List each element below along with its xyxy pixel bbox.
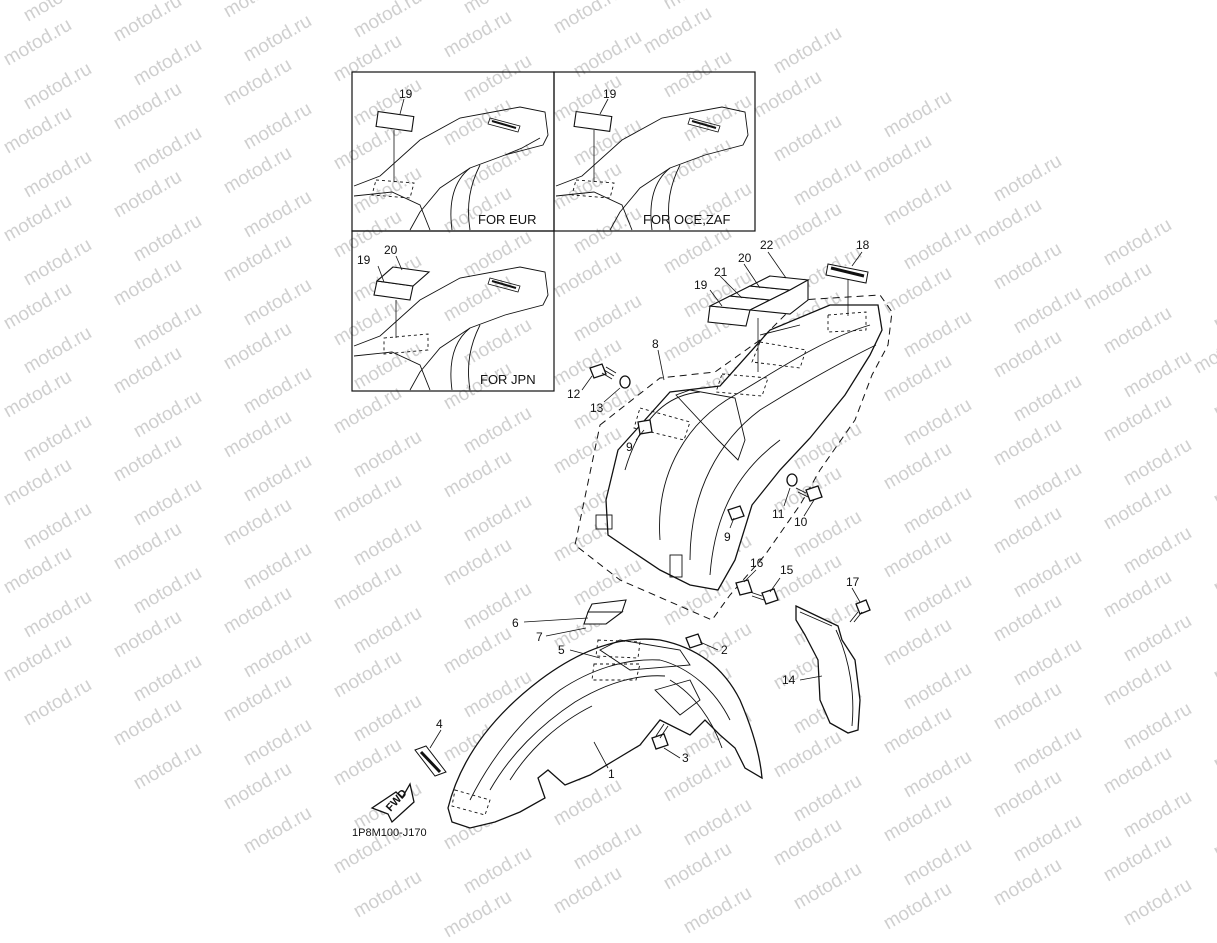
seat-sketch <box>353 266 549 391</box>
callout-6: 6 <box>512 616 519 630</box>
mud-flap <box>795 604 861 734</box>
callout-17: 17 <box>846 575 860 589</box>
inset-for-oce-zaf: 19 FOR OCE,ZAF <box>553 71 756 232</box>
rear-fender-outline <box>574 294 893 621</box>
callout-3: 3 <box>682 751 689 765</box>
fwd-arrow: FWD <box>370 782 415 824</box>
bolt-15 <box>749 588 779 605</box>
decal-stack-jpn <box>373 266 431 301</box>
callout-14: 14 <box>782 673 796 687</box>
front-fender <box>447 638 763 829</box>
inset-label-eur: FOR EUR <box>478 212 537 227</box>
decal-19-oce <box>573 110 613 133</box>
callout-12: 12 <box>567 387 581 401</box>
callout-19: 19 <box>694 278 708 292</box>
front-fender-decals <box>583 599 627 625</box>
yamaha-logo-decal-4 <box>414 745 447 777</box>
yamaha-seat-decal <box>487 117 521 133</box>
nut-9-upper <box>637 419 653 435</box>
inset-for-jpn: 20 19 FOR JPN <box>351 230 555 392</box>
callout-22: 22 <box>760 238 774 252</box>
decal-19-eur <box>375 110 415 133</box>
callouts: 1 2 3 4 5 6 7 8 9 9 10 11 12 13 14 15 16 <box>429 238 870 781</box>
exploded-parts-diagram: 19 FOR EUR 19 FOR OCE,ZAF <box>351 71 893 839</box>
drawing-code: 1P8M100-J170 <box>352 827 427 839</box>
inset-label-jpn: FOR JPN <box>480 372 536 387</box>
inset-label-oce-zaf: FOR OCE,ZAF <box>643 212 730 227</box>
callout-5: 5 <box>558 643 565 657</box>
yamaha-seat-decal <box>487 277 521 293</box>
callout-1: 1 <box>608 767 615 781</box>
rear-fender-decals <box>707 275 810 327</box>
callout-13: 13 <box>590 401 604 415</box>
callout-7: 7 <box>536 630 543 644</box>
callout-9-upper: 9 <box>626 440 633 454</box>
rear-fender <box>595 304 883 591</box>
callout-19-eur: 19 <box>399 87 413 101</box>
callout-10: 10 <box>794 515 808 529</box>
bolt-2 <box>685 633 703 649</box>
callout-20: 20 <box>738 251 752 265</box>
bolt-12 <box>589 363 617 380</box>
callout-4: 4 <box>436 717 443 731</box>
callout-16: 16 <box>750 556 764 570</box>
callout-18: 18 <box>856 238 870 252</box>
screw-17 <box>849 599 871 623</box>
inset-for-eur: 19 FOR EUR <box>351 71 555 232</box>
nut-9-lower <box>727 505 745 521</box>
callout-19-oce: 19 <box>603 87 617 101</box>
bolt-3 <box>651 723 669 750</box>
washer-13 <box>619 375 631 389</box>
washer-11 <box>786 473 798 487</box>
mud-flap-assembly <box>795 599 871 734</box>
callout-19-jpn: 19 <box>357 253 371 267</box>
callout-15: 15 <box>780 563 794 577</box>
yamaha-logo-decal-18 <box>825 263 869 284</box>
callout-21: 21 <box>714 265 728 279</box>
callout-8: 8 <box>652 337 659 351</box>
bolt-10 <box>795 485 823 502</box>
seat-sketch <box>555 106 749 231</box>
callout-20-jpn: 20 <box>384 243 398 257</box>
callout-9-lower: 9 <box>724 530 731 544</box>
collar-16 <box>735 579 753 596</box>
callout-2: 2 <box>721 643 728 657</box>
seat-sketch <box>353 106 549 231</box>
callout-11: 11 <box>772 507 785 521</box>
rear-fender-assembly <box>574 263 893 621</box>
front-fender-assembly <box>414 599 763 829</box>
yamaha-seat-decal <box>687 117 721 133</box>
